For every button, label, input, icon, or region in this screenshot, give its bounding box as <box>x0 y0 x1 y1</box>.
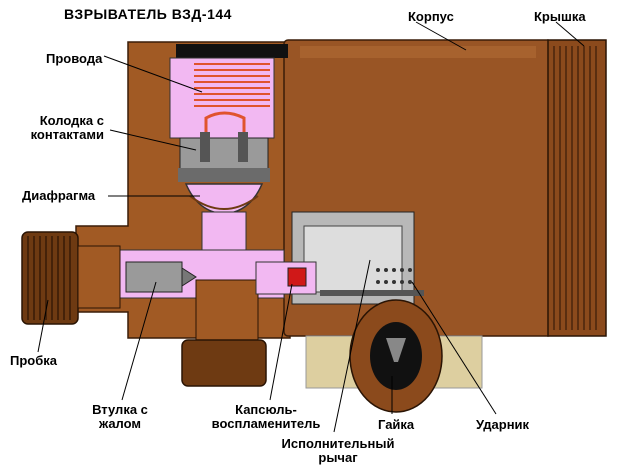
stopper-knurling <box>27 236 71 320</box>
actuating-lever-head <box>386 338 406 362</box>
sting-tip <box>181 267 197 287</box>
label-diafragma: Диафрагма <box>22 188 96 203</box>
lower-knob <box>181 339 267 387</box>
striker-spring <box>376 268 412 284</box>
leader-kapsul <box>269 283 293 401</box>
diaphragm-curve <box>189 195 259 210</box>
label-rychag: Исполнительный рычаг <box>281 436 395 465</box>
leader-vtulka <box>121 281 157 401</box>
label-provoda: Провода <box>46 51 103 66</box>
contact-tray <box>178 168 270 182</box>
coil-chamber <box>169 57 275 139</box>
label-kapsul: Капсюль- воспламенитель <box>211 402 321 431</box>
lower-neck <box>195 279 259 341</box>
capsule-holder <box>255 261 317 295</box>
leader-probka <box>37 299 49 353</box>
label-korpus: Корпус <box>408 9 454 24</box>
diagram-title: ВЗРЫВАТЕЛЬ ВЗД-144 <box>64 6 232 22</box>
label-kryshka: Крышка <box>534 9 586 24</box>
wire-loop <box>204 111 246 140</box>
cap-knurling <box>553 46 597 330</box>
leader-kolodka <box>109 129 197 151</box>
housing-highlight <box>300 46 536 58</box>
top-plug <box>176 44 288 58</box>
wire-coil <box>194 63 270 107</box>
primer-detonator <box>287 267 307 287</box>
contact-pin-right <box>238 132 248 162</box>
contact-pin-left <box>200 132 210 162</box>
leader-kryshka <box>555 21 585 47</box>
label-probka: Пробка <box>10 353 57 368</box>
leader-korpus <box>415 21 467 51</box>
leader-udarnik <box>411 281 497 415</box>
striker-rod <box>320 290 424 296</box>
leader-provoda <box>103 55 203 93</box>
label-gayka: Гайка <box>378 417 415 432</box>
leader-rychag <box>333 259 371 433</box>
stopper-thread <box>77 245 121 309</box>
label-kolodka: Колодка с контактами <box>30 113 104 142</box>
label-udarnik: Ударник <box>476 417 530 432</box>
label-vtulka: Втулка с жалом <box>92 402 148 431</box>
